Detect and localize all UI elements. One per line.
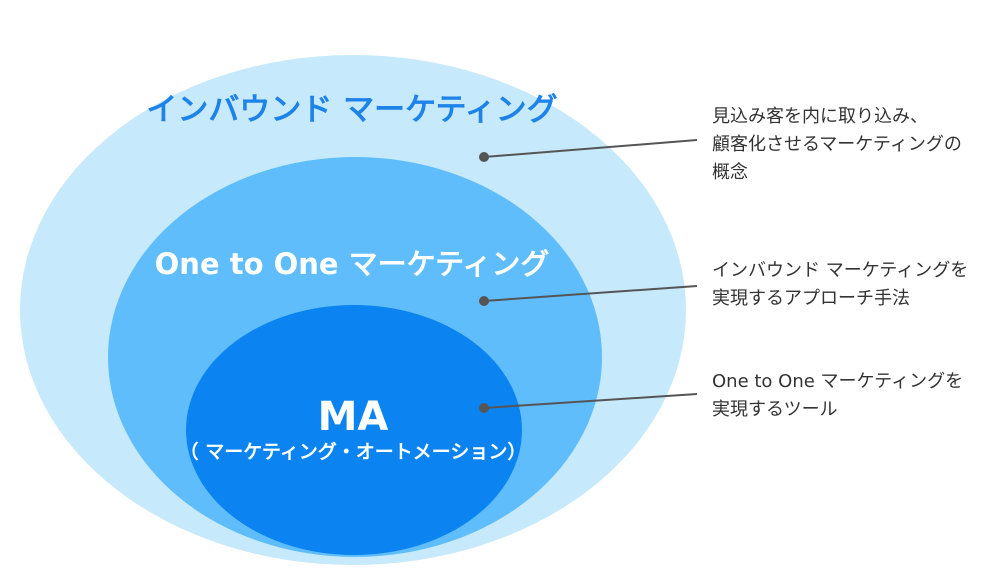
leader-line-2 bbox=[483, 285, 698, 302]
outer-layer-title: インバウンド マーケティング bbox=[146, 92, 557, 128]
leader-line-1 bbox=[483, 139, 698, 158]
leader-dot-3 bbox=[479, 403, 489, 413]
annotation-3-line-2: 実現するツール bbox=[712, 399, 838, 420]
leader-line-3 bbox=[483, 393, 698, 409]
annotation-2: インバウンド マーケティングを 実現するアプローチ手法 bbox=[479, 260, 968, 309]
inner-layer-title: MA bbox=[318, 394, 389, 440]
inner-ellipse-ma bbox=[186, 305, 522, 555]
annotation-1: 見込み客を内に取り込み、 顧客化させるマーケティングの 概念 bbox=[479, 106, 962, 183]
annotation-3-line-1: One to One マーケティングを bbox=[712, 371, 963, 392]
annotation-1-line-2: 顧客化させるマーケティングの bbox=[712, 134, 962, 155]
annotation-2-line-2: 実現するアプローチ手法 bbox=[712, 288, 910, 309]
annotation-1-line-3: 概念 bbox=[712, 161, 748, 183]
annotation-3: One to One マーケティングを 実現するツール bbox=[479, 371, 963, 420]
annotation-2-line-1: インバウンド マーケティングを bbox=[712, 260, 968, 281]
inner-layer-subtitle: （ マーケティング・オートメーション） bbox=[180, 440, 527, 463]
middle-layer-title: One to One マーケティング bbox=[155, 247, 550, 281]
annotation-1-line-1: 見込み客を内に取り込み、 bbox=[712, 106, 928, 127]
leader-dot-2 bbox=[479, 296, 489, 306]
leader-dot-1 bbox=[479, 152, 489, 162]
